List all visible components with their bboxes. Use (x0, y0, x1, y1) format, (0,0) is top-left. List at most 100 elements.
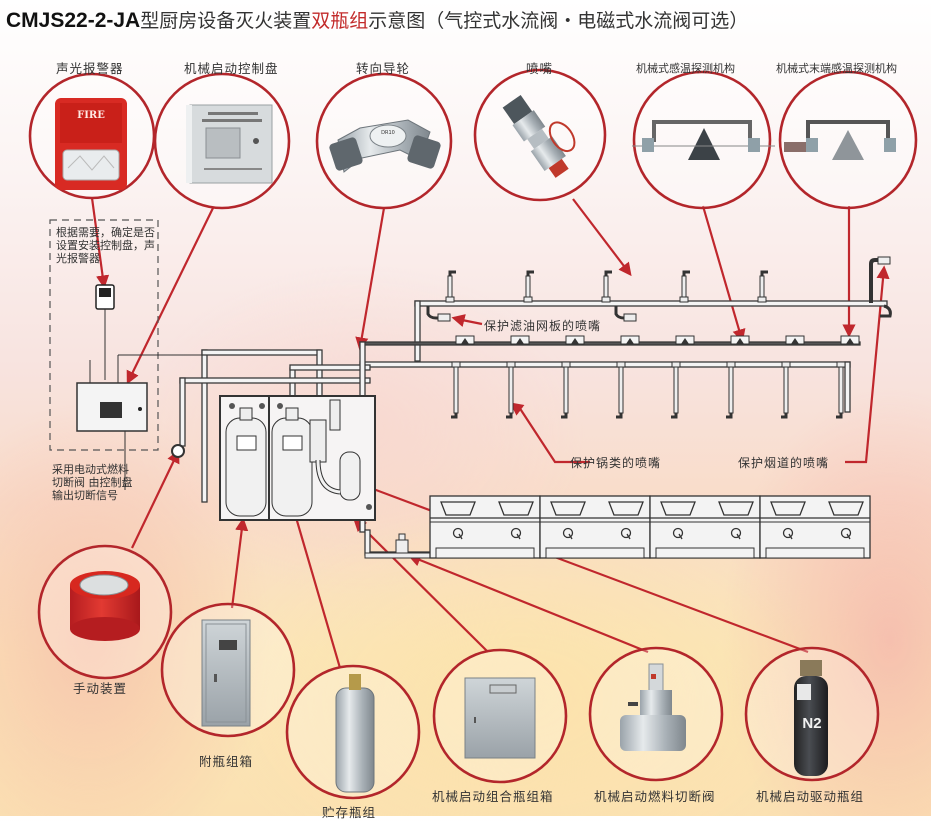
leader-combo-cabinet (353, 518, 489, 653)
end-heat-detector-icon (784, 120, 896, 160)
heat-detector (565, 335, 585, 345)
pot-nozzle (836, 361, 846, 419)
stove-unit (759, 495, 871, 559)
title-part-1: 型厨房设备灭火装置 (140, 10, 312, 32)
label-combo-cabinet: 机械启动组合瓶组箱 (432, 789, 554, 804)
hood-nozzles (445, 270, 768, 303)
leader-control-panel (126, 207, 214, 385)
leader-nozzle (572, 198, 632, 277)
detectors (455, 335, 860, 345)
pot-nozzle (781, 361, 791, 419)
title-part-2: 示意图（气控式水流阀・电磁式水流阀可选） (368, 10, 749, 32)
label-diverter: 转向导轮 (356, 61, 411, 76)
label-end-detector: 机械式末端感温探测机构 (776, 62, 897, 75)
leader-aux-cabinet (230, 517, 249, 609)
top-circles (28, 68, 918, 210)
cabinet-icon (201, 619, 251, 727)
wok-icon (550, 501, 586, 516)
pot-nozzle (561, 361, 571, 419)
hood-nozzle (679, 270, 690, 303)
label-manual: 手动装置 (73, 681, 128, 696)
wok-icon (498, 501, 534, 516)
burner-knob-icon (452, 527, 464, 540)
mini-control-panel-icon (76, 354, 205, 490)
wok-icon (608, 501, 644, 516)
burner-knob-icon (730, 527, 742, 540)
leader-manual (131, 449, 180, 549)
heat-detector (620, 335, 640, 345)
wok-icon (828, 501, 864, 516)
hood-pipe (414, 300, 888, 307)
leader-fuel-valve (407, 553, 649, 654)
alarm-badge: FIRE (77, 110, 105, 121)
label-driver-cylinder: 机械启动驱动瓶组 (756, 789, 865, 804)
burner-knob-icon (620, 527, 632, 540)
hood-nozzle (757, 270, 768, 303)
note-optional-panel: 根据需要，确定是否设置安装控制盘，声光报警器 (56, 226, 155, 265)
stove-unit (429, 495, 541, 559)
extinguisher-cabinet (219, 395, 376, 521)
stove-unit (649, 495, 761, 559)
label-temp-detector: 机械式感温探测机构 (636, 62, 735, 75)
burner-knob-icon (562, 527, 574, 540)
stove-unit (539, 495, 651, 559)
svg-text:DR10: DR10 (381, 130, 395, 136)
pot-nozzle (506, 361, 516, 419)
burner-knob-icon (672, 527, 684, 540)
label-fuel-valve: 机械启动燃料切断阀 (594, 789, 716, 804)
fuel-valve-symbol (364, 533, 431, 559)
burner-knob-icon (840, 527, 852, 540)
model-code: CMJS22-2-JA (6, 9, 141, 32)
pot-nozzle (726, 361, 736, 419)
manual-release-icon (70, 571, 140, 641)
heat-detector (730, 335, 750, 345)
optional-equipment-box (49, 219, 159, 451)
driver-cylinder (339, 451, 361, 501)
stove-range (429, 495, 871, 559)
shutoff-valve-icon (620, 663, 686, 751)
leader-diverter (355, 207, 386, 351)
nozzle-icon (502, 94, 576, 178)
label-alarm: 声光报警器 (56, 61, 124, 76)
pot-pipe (359, 361, 851, 368)
agent-cylinder-1 (225, 417, 267, 517)
leader-flue-nozzle (845, 265, 890, 464)
heat-detector (840, 335, 860, 345)
pot-nozzle (671, 361, 681, 419)
pot-nozzles (451, 361, 846, 419)
label-nozzle: 喷嘴 (526, 61, 554, 76)
cylinder-icon (335, 674, 375, 793)
hood-nozzle (601, 270, 612, 303)
pot-nozzle (451, 361, 461, 419)
flue-nozzle (869, 256, 892, 318)
wok-icon (660, 501, 696, 516)
n2-badge: N2 (802, 715, 821, 732)
manual-release-marker (171, 444, 185, 458)
fire-alarm-icon: FIRE (55, 98, 127, 190)
control-panel-icon (186, 104, 273, 184)
hood-filter-nozzle (426, 306, 637, 322)
label-storage-cylinder: 贮存瓶组 (322, 805, 377, 820)
wok-icon (718, 501, 754, 516)
callout-flue: 保护烟道的喷嘴 (738, 456, 830, 470)
heat-detector (455, 335, 475, 345)
wok-icon (770, 501, 806, 516)
heat-detector (675, 335, 695, 345)
leader-alarm (90, 197, 110, 289)
wok-icon (440, 501, 476, 516)
page-title: CMJS22-2-JA型厨房设备灭火装置双瓶组示意图（气控式水流阀・电磁式水流阀… (6, 6, 748, 36)
bottom-circles (37, 544, 880, 800)
mini-alarm-icon (95, 284, 115, 380)
callout-pots: 保护锅类的喷嘴 (570, 456, 662, 470)
callout-hood-filter: 保护滤油网板的喷嘴 (484, 319, 602, 333)
label-control-panel: 机械启动控制盘 (184, 61, 279, 76)
label-aux-cabinet: 附瓶组箱 (199, 754, 254, 769)
agent-cylinder-2 (271, 417, 313, 517)
n2-cylinder-icon: N2 (794, 660, 828, 776)
heat-detector (785, 335, 805, 345)
heat-detector (510, 335, 530, 345)
leader-pot-nozzle (518, 406, 590, 464)
hood-nozzle (445, 270, 456, 303)
leader-detector (701, 205, 746, 343)
